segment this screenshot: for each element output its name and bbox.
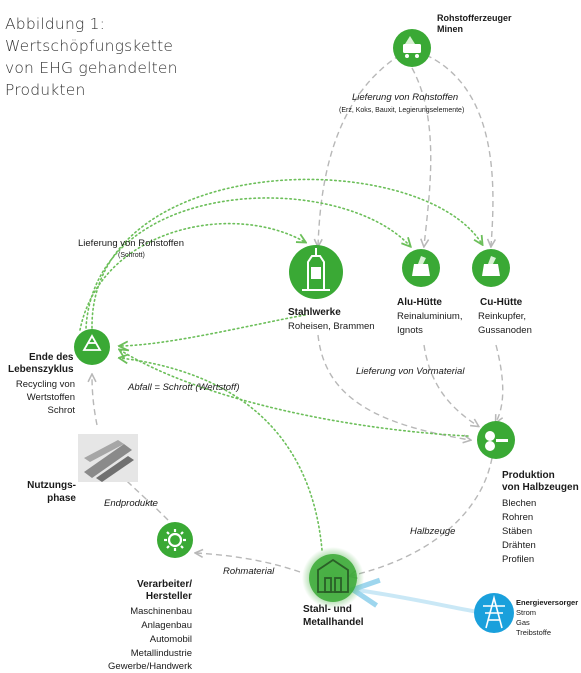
flow-label-end-products: Endprodukte bbox=[104, 498, 158, 509]
flow-semi-to-trade bbox=[350, 457, 493, 576]
alu-title: Alu-Hütte bbox=[397, 297, 442, 308]
semi-title-2: von Halbzeugen bbox=[502, 482, 579, 493]
flow-use-to-eol bbox=[92, 375, 98, 426]
processor-sub-2: Anlagenbau bbox=[141, 620, 192, 631]
flow-cu-to-semi bbox=[496, 344, 504, 422]
cu-sub-1: Reinkupfer, bbox=[478, 311, 527, 322]
flow-mines-to-steel bbox=[318, 54, 401, 246]
flow-label-raw-supply: Lieferung von Rohstoffen bbox=[352, 92, 459, 103]
cu-title: Cu-Hütte bbox=[480, 297, 523, 308]
mines-title: Rohstofferzeuger bbox=[437, 13, 512, 23]
processor-sub-3: Automobil bbox=[149, 634, 192, 645]
steel-beams-icon bbox=[84, 440, 134, 482]
steel-node bbox=[289, 245, 343, 299]
alu-node bbox=[402, 249, 440, 287]
steel-sub: Roheisen, Brammen bbox=[288, 321, 375, 332]
processor-title-1: Verarbeiter/ bbox=[136, 579, 192, 590]
processor-sub-1: Maschinenbau bbox=[130, 606, 192, 617]
eol-title-2: Lebenszyklus bbox=[8, 364, 74, 375]
flow-label-raw-material: Rohmaterial bbox=[223, 566, 275, 577]
trade-title-1: Stahl- und bbox=[303, 604, 352, 615]
energy-sub-3: Treibstoffe bbox=[516, 628, 552, 637]
flow-eol-to-steel bbox=[79, 222, 305, 331]
processor-node bbox=[157, 522, 193, 558]
mines-node bbox=[393, 29, 431, 67]
flow-label-raw-supply-detail: (Erz, Koks, Bauxit, Legierungselemente) bbox=[339, 107, 465, 114]
semi-node bbox=[477, 421, 515, 459]
processor-title-2: Hersteller bbox=[145, 591, 192, 602]
figure-title-line-4: Produkten bbox=[5, 81, 86, 99]
energy-node bbox=[474, 593, 514, 633]
flow-trade-to-processor bbox=[196, 553, 301, 573]
use-title-2: phase bbox=[47, 493, 76, 504]
eol-sub-1: Recycling von bbox=[15, 379, 75, 390]
rolling-mill-icon bbox=[485, 431, 508, 451]
cu-sub-2: Gussanoden bbox=[478, 325, 532, 336]
flow-trade-to-eol bbox=[120, 358, 323, 551]
eol-title-1: Ende des bbox=[29, 352, 74, 363]
alu-sub-2: Ignots bbox=[397, 325, 423, 336]
energy-title: Energieversorger bbox=[516, 598, 579, 607]
flow-label-waste: Abfall = Schrott (Wertstoff) bbox=[128, 382, 240, 393]
flow-label-semi-finished: Halbzeuge bbox=[410, 526, 456, 537]
flow-semi-to-eol bbox=[120, 350, 469, 437]
flow-label-scrap-supply: Lieferung von Rohstoffen bbox=[78, 238, 184, 249]
flow-label-pre-material: Lieferung von Vormaterial bbox=[356, 366, 465, 377]
flow-mines-to-cu bbox=[425, 54, 493, 246]
trade-title-2: Metallhandel bbox=[303, 617, 364, 628]
use-phase-node bbox=[78, 434, 138, 482]
end-of-life-node bbox=[74, 329, 110, 365]
figure-title-line-1: Abbildung 1: bbox=[5, 15, 106, 33]
flow-steel-to-eol bbox=[120, 314, 306, 346]
semi-sub-4: Drähten bbox=[502, 540, 536, 551]
steel-title: Stahlwerke bbox=[288, 307, 341, 318]
energy-sub-2: Gas bbox=[516, 618, 530, 627]
flow-eol-to-cu bbox=[91, 178, 482, 329]
flow-label-scrap-supply-detail: (Schrott) bbox=[118, 252, 145, 259]
flow-energy-to-trade bbox=[356, 590, 479, 614]
semi-sub-3: Stäben bbox=[502, 526, 533, 537]
cu-node bbox=[472, 249, 510, 287]
smelter-icon bbox=[412, 256, 430, 276]
figure-title-line-2: Wertschöpfungskette bbox=[5, 37, 174, 55]
mine-cart-icon bbox=[403, 36, 421, 58]
blast-furnace-icon bbox=[302, 248, 330, 291]
semi-sub-5: Profilen bbox=[502, 554, 535, 565]
smelter-icon bbox=[482, 256, 500, 276]
trade-node bbox=[302, 547, 364, 609]
processor-sub-4: Metallindustrie bbox=[130, 648, 192, 659]
alu-sub-1: Reinaluminium, bbox=[397, 311, 463, 322]
semi-sub-2: Rohren bbox=[502, 512, 534, 523]
processor-sub-5: Gewerbe/Handwerk bbox=[108, 661, 192, 672]
eol-sub-2: Wertstoffen bbox=[26, 392, 75, 403]
energy-sub-1: Strom bbox=[516, 608, 537, 617]
semi-title-1: Produktion bbox=[502, 470, 555, 481]
gear-icon bbox=[164, 529, 186, 551]
recycling-icon bbox=[82, 334, 102, 351]
power-pylon-icon bbox=[483, 594, 505, 629]
figure-title-line-3: von EHG gehandelten bbox=[5, 59, 178, 77]
warehouse-icon bbox=[317, 558, 349, 593]
flow-mines-to-alu bbox=[411, 67, 432, 246]
flow-alu-to-semi bbox=[423, 344, 478, 426]
flow-eol-to-alu bbox=[85, 197, 410, 329]
use-title-1: Nutzungs- bbox=[27, 480, 76, 491]
flow-steel-to-semi bbox=[317, 334, 470, 440]
eol-sub-3: Schrot bbox=[47, 405, 75, 416]
mines-title-2: Minen bbox=[437, 24, 463, 34]
semi-sub-1: Blechen bbox=[502, 498, 537, 509]
